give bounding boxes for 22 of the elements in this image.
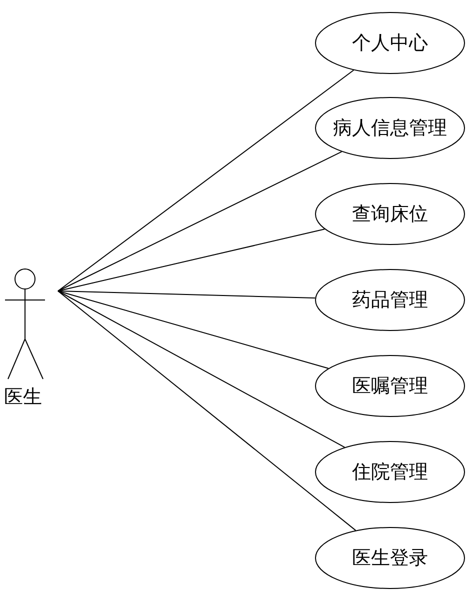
association-line — [58, 290, 346, 448]
use-case-ellipse — [315, 269, 465, 331]
use-case-label: 药品管理 — [352, 288, 428, 313]
use-case-ellipse — [315, 183, 465, 245]
association-line — [58, 228, 326, 292]
use-case-ellipse — [315, 441, 465, 503]
association-line — [58, 290, 356, 531]
use-case-ellipse — [315, 527, 465, 589]
association-line — [58, 290, 329, 369]
use-case-label: 住院管理 — [352, 460, 428, 485]
actor-label: 医生 — [4, 385, 42, 410]
association-line — [58, 70, 354, 292]
use-case-ellipse — [315, 12, 465, 74]
association-line — [58, 290, 316, 298]
use-case-ellipse — [315, 97, 465, 159]
use-case-ellipse — [315, 355, 465, 417]
use-case-label: 查询床位 — [352, 202, 428, 227]
use-case-label: 个人中心 — [352, 31, 428, 56]
association-line — [58, 151, 342, 292]
use-case-label: 医嘱管理 — [352, 374, 428, 399]
use-case-label: 病人信息管理 — [333, 116, 447, 141]
use-case-label: 医生登录 — [352, 546, 428, 571]
